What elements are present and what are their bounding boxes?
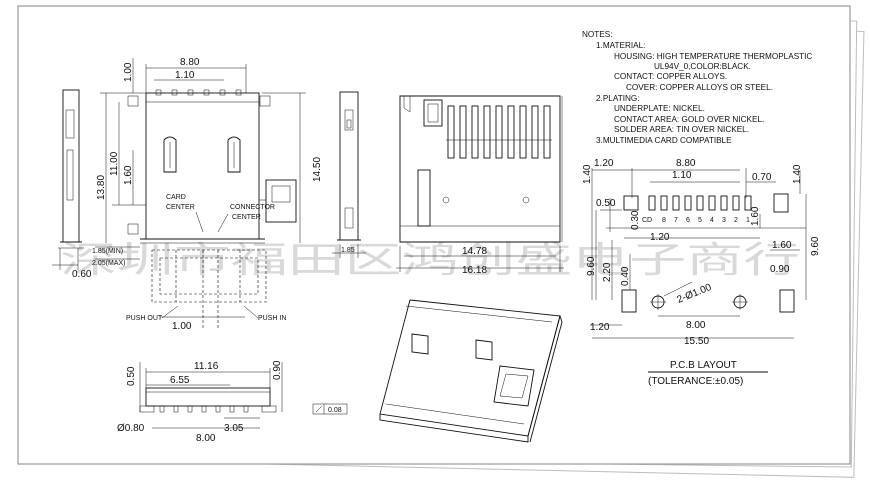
pcb-pin-2: 2 xyxy=(734,217,738,224)
dim-1-85: 1.85 xyxy=(341,247,355,254)
notes-title: NOTES: xyxy=(582,30,612,39)
pcb-dim-0-30: 0.30 xyxy=(630,210,641,230)
isometric-view xyxy=(379,299,563,443)
pcb-dim-2-20: 2.20 xyxy=(602,262,613,282)
dim-flatness: 0.08 xyxy=(328,407,342,414)
pcb-dim-1-20a: 1.20 xyxy=(594,158,614,169)
dim-8-00-lower: 8.00 xyxy=(196,433,216,444)
pcb-dim-9-60r: 9.60 xyxy=(810,236,821,256)
dim-8-80: 8.80 xyxy=(180,57,200,68)
notes-line-3: UL94V_0,COLOR:BLACK. xyxy=(654,62,751,71)
pcb-dim-8-80: 8.80 xyxy=(676,158,696,169)
pcb-dim-8-00: 8.00 xyxy=(686,320,706,331)
pcb-dim-0-70: 0.70 xyxy=(752,172,772,183)
dim-1-00-push: 1.00 xyxy=(172,321,192,332)
front-view xyxy=(95,58,306,330)
lower-front-view xyxy=(139,362,348,429)
connector-center-label: CONNECTOR xyxy=(230,204,275,211)
pcb-dim-0-50: 0.50 xyxy=(596,198,616,209)
pcb-pin-cd: CD xyxy=(642,217,652,224)
push-out-label: PUSH OUT xyxy=(126,315,163,322)
pcb-pin-1: 1 xyxy=(746,217,750,224)
dim-13-80: 13.80 xyxy=(96,175,107,200)
dim-0-90: 0.90 xyxy=(272,360,283,380)
notes-line-4: CONTACT: COPPER ALLOYS. xyxy=(614,72,727,81)
dim-0-60: 0.60 xyxy=(72,269,92,280)
dim-max: 2.05(MAX) xyxy=(92,260,125,267)
dim-11-16: 11.16 xyxy=(194,361,219,372)
dim-3-05: 3.05 xyxy=(224,423,244,434)
pcb-pin-7: 7 xyxy=(674,217,678,224)
pcb-pin-4: 4 xyxy=(710,217,714,224)
pcb-pin-6: 6 xyxy=(686,217,690,224)
dim-14-78: 14.78 xyxy=(462,246,487,257)
notes-line-10: 3.MULTIMEDIA CARD COMPATIBLE xyxy=(596,136,732,145)
pcb-dim-1-60b: 1.60 xyxy=(772,240,792,251)
dim-14-50: 14.50 xyxy=(312,157,323,182)
pcb-dim-1-40l: 1.40 xyxy=(582,164,593,184)
pcb-pin-5: 5 xyxy=(698,217,702,224)
dim-11-00: 11.00 xyxy=(109,151,120,176)
pcb-dim-1-40r: 1.40 xyxy=(792,164,803,184)
pcb-layout xyxy=(590,168,807,373)
pcb-pin-3: 3 xyxy=(722,217,726,224)
dim-1-60: 1.60 xyxy=(123,165,134,185)
dim-d0-80: Ø0.80 xyxy=(117,423,145,434)
notes-line-6: 2.PLATING: xyxy=(596,94,640,103)
pcb-dim-1-20b: 1.20 xyxy=(650,232,670,243)
right-side-view xyxy=(332,91,366,258)
notes-block: NOTES: 1.MATERIAL: HOUSING: HIGH TEMPERA… xyxy=(582,30,812,145)
pcb-dim-0-40: 0.40 xyxy=(620,266,631,286)
card-center-label: CARD xyxy=(166,194,186,201)
dim-1-10: 1.10 xyxy=(175,70,195,81)
watermark: 深圳市福田区鸿创盛电子商行 xyxy=(60,240,800,281)
notes-line-2: HOUSING: HIGH TEMPERATURE THERMOPLASTIC xyxy=(614,52,812,61)
pcb-pin-8: 8 xyxy=(662,217,666,224)
notes-line-9: SOLDER AREA: TIN OVER NICKEL. xyxy=(614,125,749,134)
connector-center-label-2: CENTER xyxy=(232,214,261,221)
dim-1-00-top: 1.00 xyxy=(123,62,134,82)
notes-line-5: COVER: COPPER ALLOYS OR STEEL. xyxy=(626,83,773,92)
dim-6-55: 6.55 xyxy=(170,375,190,386)
notes-line-1: 1.MATERIAL: xyxy=(596,41,645,50)
paper-stack xyxy=(17,5,865,478)
card-center-label-2: CENTER xyxy=(166,204,195,211)
bottom-view xyxy=(396,95,564,272)
notes-line-7: UNDERPLATE: NICKEL. xyxy=(614,104,705,113)
pcb-dim-0-90: 0.90 xyxy=(770,264,790,275)
pcb-dim-9-60l: 9.60 xyxy=(586,256,597,276)
pcb-dim-1-60a: 1.60 xyxy=(750,206,761,226)
pcb-title: P.C.B LAYOUT xyxy=(670,360,737,371)
dim-min: 1.85(MIN) xyxy=(92,248,123,255)
dim-0-50: 0.50 xyxy=(126,366,137,386)
dim-16-18: 16.18 xyxy=(462,265,487,276)
pcb-dim-1-10: 1.10 xyxy=(672,170,692,181)
pcb-dim-1-20c: 1.20 xyxy=(590,322,610,333)
pcb-dim-15-50: 15.50 xyxy=(684,336,709,347)
notes-line-8: CONTACT AREA: GOLD OVER NICKEL. xyxy=(614,115,764,124)
left-side-view xyxy=(52,89,84,270)
pcb-tolerance: (TOLERANCE:±0.05) xyxy=(648,376,743,387)
push-in-label: PUSH IN xyxy=(258,315,286,322)
